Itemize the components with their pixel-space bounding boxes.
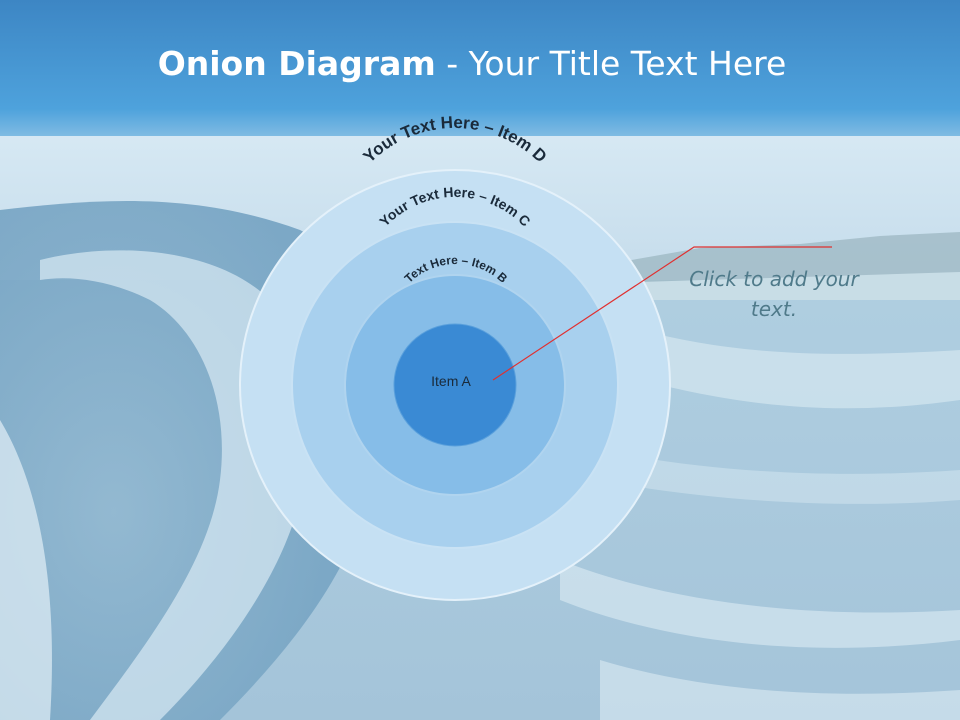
title-bar (0, 0, 960, 136)
ring-label-item-d: Your Text Here – Item D (360, 113, 551, 166)
callout-connector-line (492, 246, 832, 381)
ring-item-a[interactable] (393, 323, 517, 447)
slide-title[interactable]: Onion Diagram - Your Title Text Here (0, 44, 944, 83)
title-subtitle-part: - Your Title Text Here (435, 44, 787, 83)
title-bold-part: Onion Diagram (157, 44, 436, 83)
ring-label-item-a: Item A (431, 373, 471, 389)
callout-placeholder-text[interactable]: Click to add your text. (689, 267, 859, 321)
